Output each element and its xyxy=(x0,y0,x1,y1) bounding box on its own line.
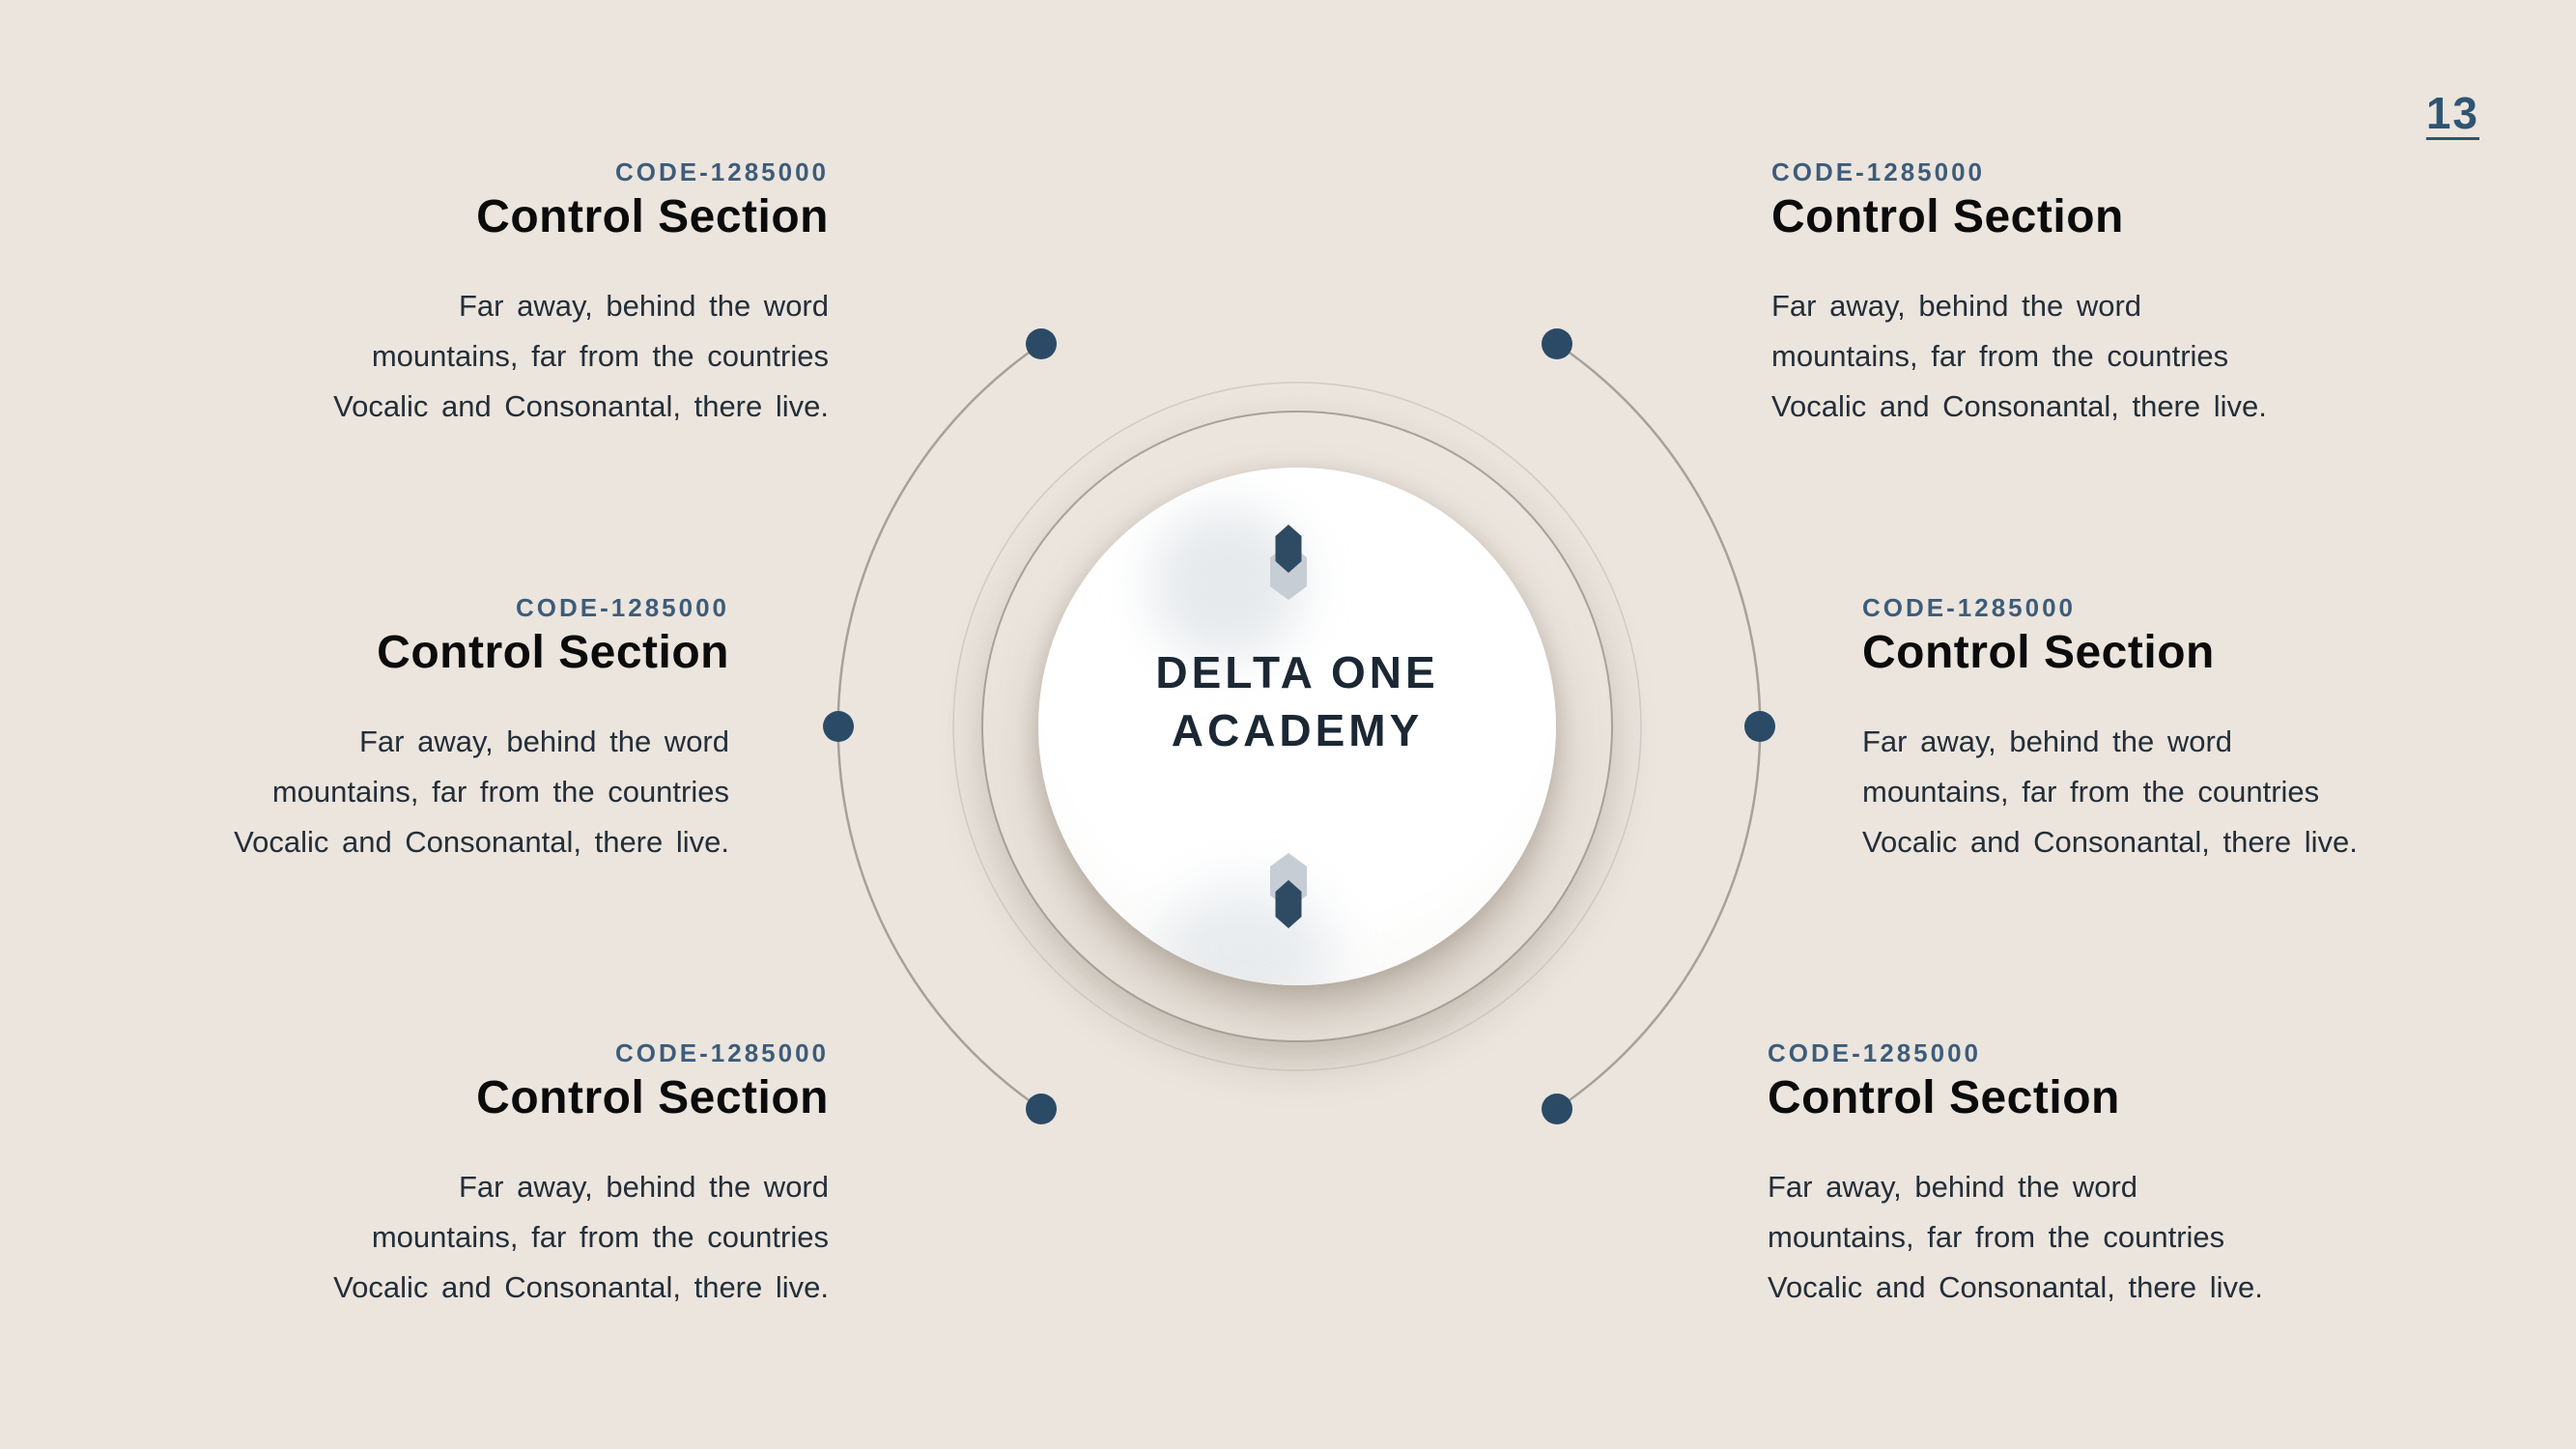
body-line: Far away, behind the word xyxy=(458,289,829,323)
body-line: mountains, far from the countries xyxy=(1768,1220,2225,1254)
crystal-dark-facet xyxy=(1275,880,1302,928)
section-title: Control Section xyxy=(1771,191,2124,242)
orbit-dot-top-right xyxy=(1542,328,1572,359)
body-line: Vocalic and Consonantal, there live. xyxy=(333,389,829,423)
section-code: CODE-1285000 xyxy=(516,593,729,622)
body-line: Vocalic and Consonantal, there live. xyxy=(333,1270,829,1304)
body-line: mountains, far from the countries xyxy=(1771,339,2229,373)
body-line: Far away, behind the word xyxy=(1862,724,2233,758)
section-title: Control Section xyxy=(1768,1072,2120,1123)
section-bottom-left: CODE-1285000 Control Section Far away, b… xyxy=(333,1037,829,1313)
body-line: Vocalic and Consonantal, there live. xyxy=(1768,1270,2263,1304)
center-title: DELTA ONE ACADEMY xyxy=(1038,643,1556,759)
section-code: CODE-1285000 xyxy=(615,157,829,186)
orbit-dot-top-left xyxy=(1026,328,1057,359)
crystal-bottom-icon xyxy=(1270,853,1307,928)
body-line: Far away, behind the word xyxy=(458,1170,829,1204)
body-line: mountains, far from the countries xyxy=(1862,775,2320,809)
center-title-line1: DELTA ONE xyxy=(1155,647,1439,697)
inner-ring xyxy=(981,411,1613,1042)
section-code: CODE-1285000 xyxy=(615,1038,829,1067)
body-line: Far away, behind the word xyxy=(1771,289,2142,323)
orbit-arc-right xyxy=(1556,342,1762,1111)
body-line: mountains, far from the countries xyxy=(371,339,829,373)
section-title: Control Section xyxy=(476,1072,829,1123)
body-line: Vocalic and Consonantal, there live. xyxy=(1862,825,2358,859)
orbit-dot-middle-left xyxy=(823,711,854,742)
orbit-dot-middle-right xyxy=(1744,711,1775,742)
body-line: Far away, behind the word xyxy=(358,724,729,758)
section-body: Far away, behind the word mountains, far… xyxy=(333,281,829,432)
section-code: CODE-1285000 xyxy=(1771,157,1985,186)
section-middle-left: CODE-1285000 Control Section Far away, b… xyxy=(234,591,729,867)
section-body: Far away, behind the word mountains, far… xyxy=(1862,717,2358,867)
section-middle-right: CODE-1285000 Control Section Far away, b… xyxy=(1862,591,2358,867)
orbit-arc-left xyxy=(836,342,1042,1111)
section-body: Far away, behind the word mountains, far… xyxy=(1771,281,2267,432)
section-bottom-right: CODE-1285000 Control Section Far away, b… xyxy=(1768,1037,2263,1313)
section-body: Far away, behind the word mountains, far… xyxy=(1768,1162,2263,1313)
body-line: mountains, far from the countries xyxy=(271,775,729,809)
section-body: Far away, behind the word mountains, far… xyxy=(333,1162,829,1313)
crystal-top-icon xyxy=(1270,525,1307,600)
body-line: Far away, behind the word xyxy=(1768,1170,2138,1204)
section-title: Control Section xyxy=(476,191,829,242)
section-code: CODE-1285000 xyxy=(1768,1038,1981,1067)
section-title: Control Section xyxy=(1862,627,2215,678)
center-title-line2: ACADEMY xyxy=(1171,705,1424,755)
orbit-dot-bottom-right xyxy=(1542,1094,1572,1124)
soft-smudge xyxy=(1159,883,1333,985)
body-line: Vocalic and Consonantal, there live. xyxy=(1771,389,2267,423)
section-body: Far away, behind the word mountains, far… xyxy=(234,717,729,867)
section-title: Control Section xyxy=(377,627,729,678)
section-top-right: CODE-1285000 Control Section Far away, b… xyxy=(1771,156,2267,432)
section-top-left: CODE-1285000 Control Section Far away, b… xyxy=(333,156,829,432)
body-line: mountains, far from the countries xyxy=(371,1220,829,1254)
outer-faint-ring xyxy=(952,382,1642,1071)
body-line: Vocalic and Consonantal, there live. xyxy=(234,825,729,859)
center-circle: DELTA ONE ACADEMY xyxy=(1038,468,1556,985)
section-code: CODE-1285000 xyxy=(1862,593,2076,622)
crystal-dark-facet xyxy=(1275,525,1302,573)
orbit-dot-bottom-left xyxy=(1026,1094,1057,1124)
page-number-link[interactable]: 13 xyxy=(2425,88,2479,138)
